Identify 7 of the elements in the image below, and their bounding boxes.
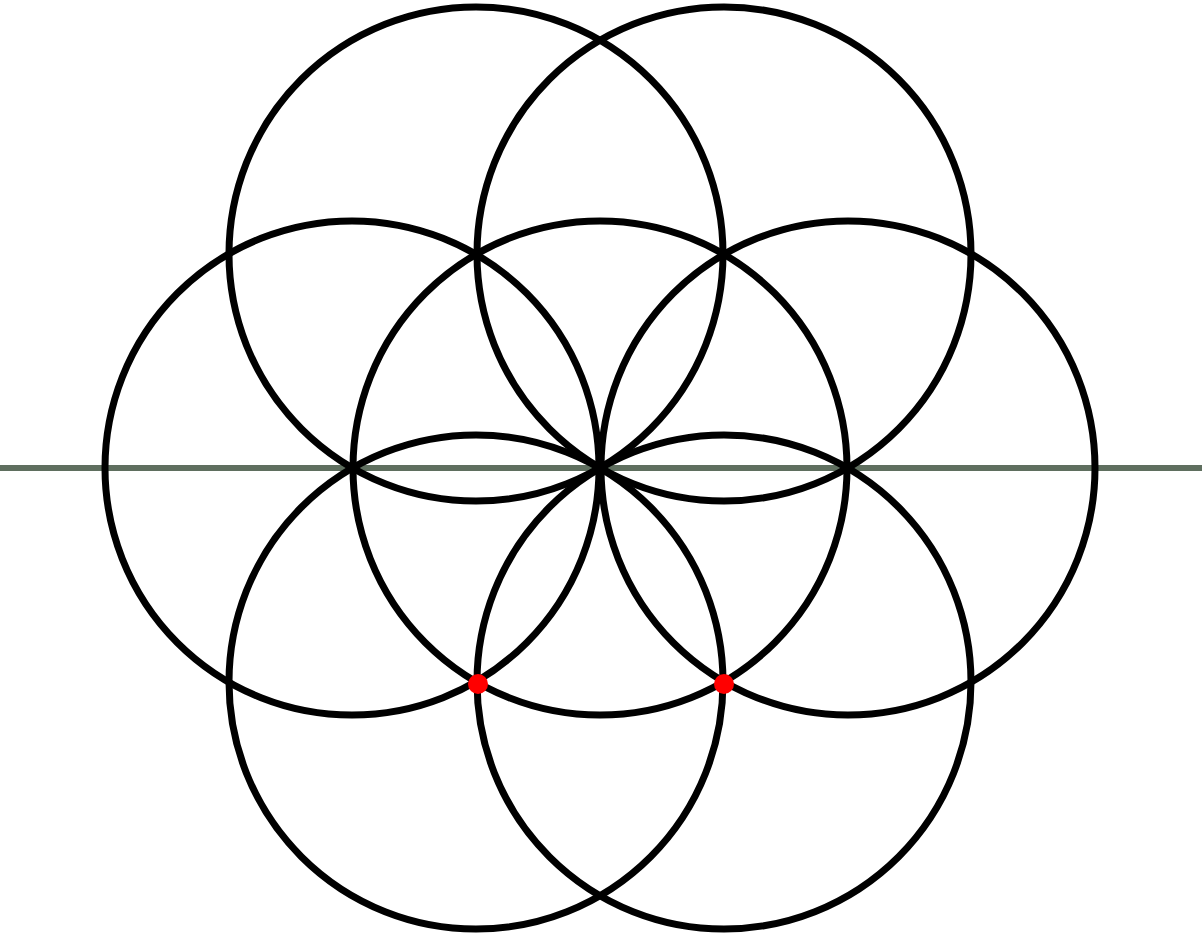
circle (473, 3, 975, 505)
circle (225, 3, 727, 505)
circle (101, 217, 603, 719)
circle (349, 217, 851, 719)
circle (597, 217, 1099, 719)
circle (473, 431, 975, 933)
circle (225, 431, 727, 933)
